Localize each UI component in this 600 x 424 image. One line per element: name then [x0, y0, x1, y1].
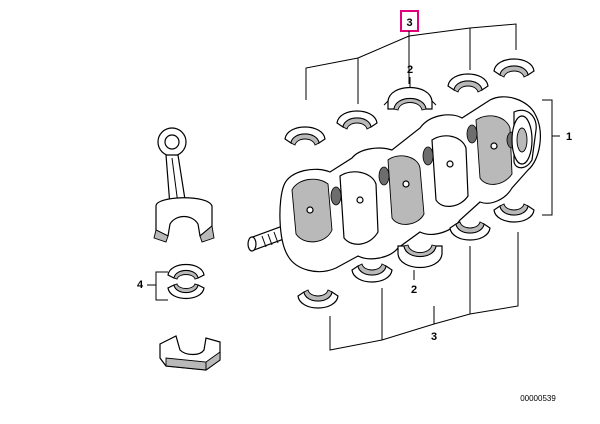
- thrust-bearing-upper[interactable]: [383, 87, 437, 111]
- callout-1-group[interactable]: 1: [542, 99, 572, 216]
- conrod-bearing-pair[interactable]: [167, 263, 205, 300]
- thrust-bearing-lower[interactable]: [397, 244, 443, 268]
- callout-4-label: 4: [137, 279, 144, 291]
- callout-3-bottom-group[interactable]: 3: [329, 232, 519, 351]
- upper-bearing-shells: [284, 58, 535, 146]
- bearing-shell-lower-1[interactable]: [297, 289, 339, 309]
- callout-4-bracket: [155, 271, 168, 301]
- callout-1-label: 1: [566, 131, 572, 143]
- conrod-cap[interactable]: [159, 335, 221, 371]
- callout-2-top-label: 2: [407, 64, 413, 76]
- callout-2-bottom-group[interactable]: 2: [411, 270, 417, 296]
- bearing-shell-upper-1[interactable]: [284, 126, 326, 146]
- bearing-shell-lower-2[interactable]: [351, 263, 393, 283]
- bearing-shell-lower-4[interactable]: [449, 221, 491, 241]
- callout-3-bottom-label: 3: [431, 331, 437, 343]
- crankshaft[interactable]: [247, 96, 541, 273]
- bearing-shell-upper-4[interactable]: [447, 73, 489, 93]
- drawing-number: 00000539: [520, 394, 556, 403]
- conrod-bearing-upper: [167, 263, 205, 280]
- conrod-bearing-lower: [167, 283, 205, 300]
- bearing-shell-upper-2[interactable]: [336, 110, 378, 130]
- connecting-rod[interactable]: [153, 127, 215, 243]
- lower-bearing-shells: [297, 203, 535, 309]
- callout-2-top-group[interactable]: 2: [407, 64, 413, 88]
- callout-3-top-group[interactable]: 3: [305, 10, 517, 104]
- bearing-shell-upper-5[interactable]: [493, 58, 535, 78]
- callout-3-top-label: 3: [406, 17, 412, 29]
- crankshaft-bracket: [542, 99, 553, 216]
- bearing-shell-lower-5[interactable]: [493, 203, 535, 223]
- callout-2-bottom-label: 2: [411, 284, 417, 296]
- callout-4-group[interactable]: 4: [137, 271, 168, 301]
